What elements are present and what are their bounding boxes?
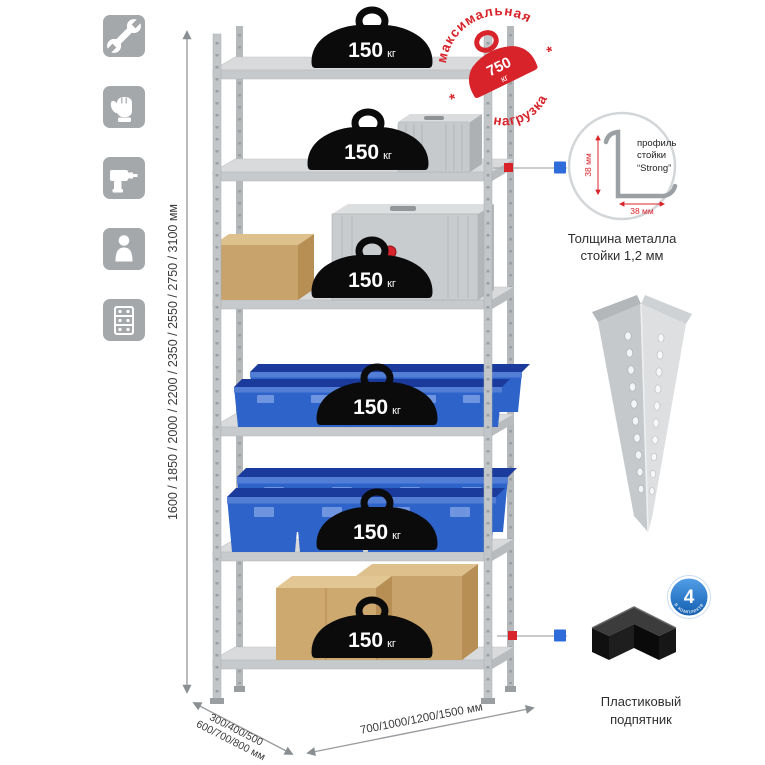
profile-detail-circle: 38 мм 38 мм профиль стойки “Strong” [567, 111, 678, 221]
shelf-load-value: 150 [348, 39, 383, 62]
red-marker-top [504, 163, 513, 172]
leader-line-top [493, 161, 567, 174]
foot-caption-line2: подпятник [610, 712, 672, 727]
shelving-rack [210, 26, 530, 704]
left-toolbar [103, 15, 145, 341]
width-dimension: 700/1000/1200/1500 мм [306, 701, 535, 757]
foot-caption-line1: Пластиковый [601, 694, 681, 709]
plastic-foot-image [591, 606, 677, 660]
leader-line-bottom [497, 629, 567, 642]
profile-caption-line2: стойки 1,2 мм [581, 248, 664, 263]
height-dimension-label: 1600 / 1850 / 2000 / 2200 / 2350 / 2550 … [166, 204, 180, 520]
stamp-star-right: * [544, 43, 557, 61]
profile-caption-line1: Толщина металла [568, 231, 677, 246]
gloves-icon [103, 86, 145, 128]
angle-profile-drawing [603, 129, 678, 199]
perforated-post-image [592, 295, 692, 533]
shelf-load-unit: кг [387, 48, 396, 60]
height-dimension: 1600 / 1850 / 2000 / 2200 / 2350 / 2550 … [166, 30, 192, 694]
width-label: 700/1000/1200/1500 мм [359, 701, 484, 737]
stamp-arc-bottom-text: нагрузка [487, 88, 555, 138]
drill-icon [103, 157, 145, 199]
blue-marker-top [554, 161, 566, 174]
wrench-icon [103, 15, 145, 57]
profile-dim-vertical: 38 мм [583, 153, 593, 177]
profile-text-line3: “Strong” [637, 163, 671, 174]
profile-text-line1: профиль [637, 138, 676, 149]
profile-dim-horizontal: 38 мм [630, 206, 654, 216]
rack-panel-icon [103, 299, 145, 341]
badge-number: 4 [684, 587, 695, 608]
cardboard-box-shelf3 [213, 234, 314, 300]
red-marker-bottom [508, 631, 517, 640]
blue-marker-bottom [554, 629, 566, 642]
stamp-star-left: * [447, 90, 460, 108]
shelf-load-weight-1: 150 кг [312, 10, 433, 68]
stamp-weight-unit: кг [499, 72, 511, 84]
profile-text-line2: стойки [637, 150, 666, 161]
depth-dimension: 300/400/500 600/700/800 мм [192, 702, 294, 763]
included-count-badge: 4 в комплекте [667, 575, 711, 619]
person-icon [103, 228, 145, 270]
